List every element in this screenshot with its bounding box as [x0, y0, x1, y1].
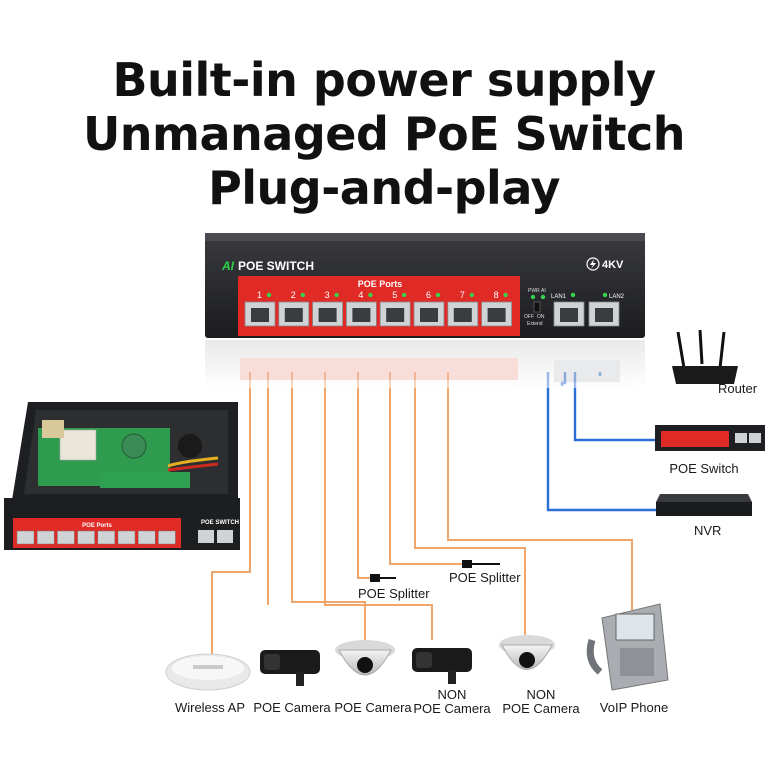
poe-port-5: 5	[379, 290, 411, 327]
router	[672, 329, 738, 384]
voip-phone	[586, 603, 669, 691]
poe-port-8: 8	[481, 290, 513, 327]
voip-phone-label: VoIP Phone	[600, 700, 668, 715]
port-led	[368, 292, 373, 298]
non-poe-camera-2-label-top: NON	[527, 687, 556, 702]
inner-port	[57, 530, 75, 545]
port-number: 8	[494, 290, 499, 300]
inner-port	[16, 530, 35, 545]
lan-cables	[546, 372, 660, 512]
poe-camera-2	[335, 640, 395, 676]
off-label: OFF	[524, 314, 534, 320]
poe-splitter-a-label: POE Splitter	[358, 586, 430, 601]
port-led	[503, 292, 508, 298]
port-led	[469, 292, 474, 298]
inner-port	[117, 530, 136, 545]
headline-line-1: Built-in power supply	[112, 53, 656, 107]
inner-brand-name: POE SWITCH	[201, 520, 239, 526]
pwr-label: PWR	[528, 288, 540, 294]
poe-splitter-b-label: POE Splitter	[449, 570, 521, 585]
lan1-port	[553, 301, 585, 327]
inner-port	[36, 530, 55, 545]
extend-label: Extend	[527, 321, 543, 327]
brand-mark: AI	[221, 259, 235, 273]
poe-splitter-b-device	[462, 560, 500, 568]
extend-toggle	[533, 301, 541, 313]
poe-splitter-a-device	[370, 574, 396, 582]
poe-port-7: 7	[447, 290, 479, 327]
headline-line-3: Plug-and-play	[208, 161, 560, 215]
poe-port-4: 4	[345, 290, 377, 327]
nvr-label: NVR	[694, 523, 721, 538]
poe-port-2: 2	[278, 290, 310, 327]
poe-cables	[211, 372, 633, 655]
port-number: 5	[392, 290, 397, 300]
lightning-icon	[586, 257, 600, 271]
inner-port	[77, 530, 95, 545]
lan1-label: LAN1	[551, 294, 567, 300]
poe-camera-2-label: POE Camera	[334, 700, 412, 715]
non-poe-camera-2	[499, 635, 555, 670]
router-label: Router	[718, 381, 758, 396]
surge-rating: 4KV	[602, 259, 624, 271]
open-switch-internal: POE Ports POE SWITCH	[4, 402, 240, 550]
ai-label: AI	[541, 288, 546, 294]
poe-port-6: 6	[413, 290, 445, 327]
poe-camera-1	[260, 650, 320, 686]
port-led	[435, 292, 441, 298]
wireless-ap	[165, 653, 251, 691]
port-led	[266, 292, 272, 298]
brand-name: POE SWITCH	[238, 259, 314, 273]
inner-poe-ports-label: POE Ports	[82, 523, 112, 529]
poe-port-3: 3	[312, 290, 344, 327]
poe-switch-secondary	[655, 425, 765, 451]
poe-port-group: 1 2 3 4 5 6 7 8	[244, 290, 513, 327]
non-poe-camera-1-label-top: NON	[438, 687, 467, 702]
poe-ports-label: POE Ports	[358, 279, 403, 289]
poe-camera-1-label: POE Camera	[253, 700, 331, 715]
port-led	[300, 292, 305, 298]
poe-switch-main: AI POE SWITCH 4KV POE Ports 1 2 3 4 5 6 7 8 PWR…	[205, 233, 645, 338]
inner-port-group	[16, 530, 176, 545]
on-label: ON	[537, 314, 545, 320]
inner-port	[97, 530, 116, 545]
inner-port	[137, 530, 156, 545]
port-number: 7	[460, 290, 465, 300]
port-number: 1	[257, 290, 262, 300]
non-poe-camera-1	[412, 648, 472, 684]
poe-port-1: 1	[244, 290, 276, 327]
port-number: 2	[291, 290, 296, 300]
port-number: 3	[325, 290, 330, 300]
switch-reflection	[205, 340, 645, 388]
inner-port	[158, 530, 176, 545]
nvr	[656, 494, 752, 516]
non-poe-camera-1-label-bottom: POE Camera	[413, 701, 491, 716]
poe-switch-label: POE Switch	[669, 461, 738, 476]
wireless-ap-label: Wireless AP	[175, 700, 245, 715]
port-led	[334, 292, 339, 298]
lan2-label: LAN2	[609, 294, 625, 300]
port-number: 6	[426, 290, 431, 300]
port-led	[402, 292, 407, 298]
non-poe-camera-2-label-bottom: POE Camera	[502, 701, 580, 716]
port-number: 4	[358, 290, 363, 300]
lan2-port	[588, 301, 620, 327]
headline-line-2: Unmanaged PoE Switch	[82, 107, 686, 161]
